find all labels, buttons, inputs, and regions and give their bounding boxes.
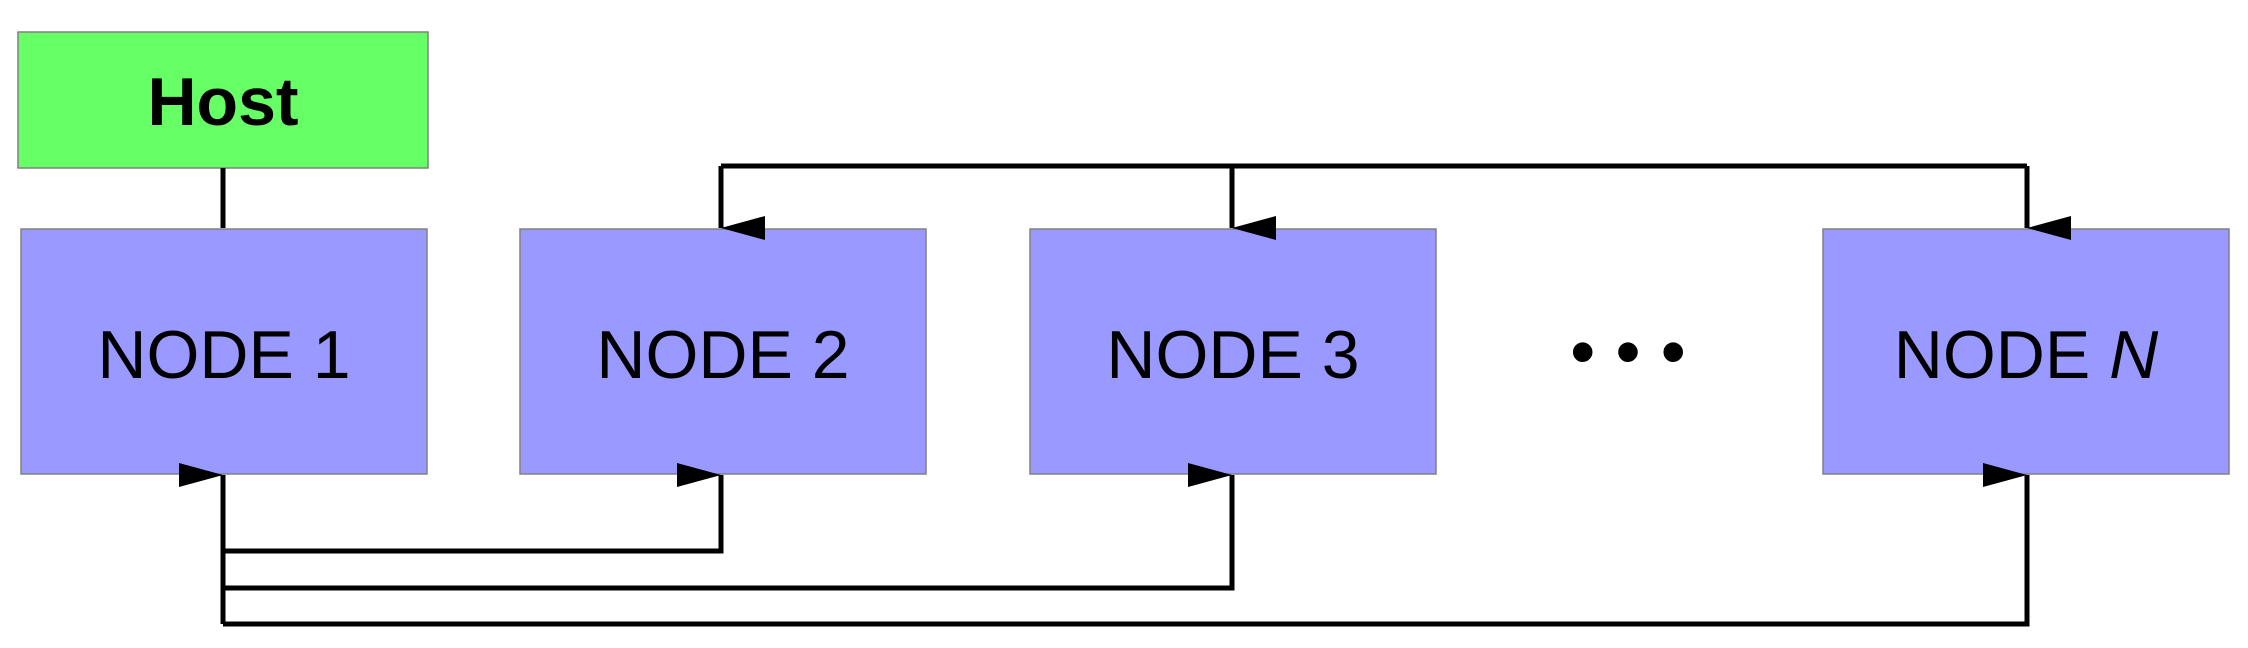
node-label-1: NODE 1 — [97, 317, 350, 393]
ellipsis: • • • — [1570, 312, 1686, 392]
bottom-link-node2 — [223, 463, 724, 554]
node-box-n: NODE N — [1822, 228, 2230, 475]
node-box-1: NODE 1 — [20, 228, 428, 475]
node-label-n: NODE N — [1894, 317, 2159, 393]
bottom-link-node3 — [223, 463, 1235, 591]
host-box: Host — [17, 31, 429, 169]
bottom-link-noden — [223, 463, 2030, 627]
node-box-2: NODE 2 — [519, 228, 927, 475]
bottom-bus — [179, 463, 2030, 627]
node-label-2: NODE 2 — [596, 317, 849, 393]
host-label: Host — [147, 64, 298, 140]
node-label-3: NODE 3 — [1106, 317, 1359, 393]
top-bus — [718, 163, 2071, 240]
node-box-3: NODE 3 — [1029, 228, 1437, 475]
